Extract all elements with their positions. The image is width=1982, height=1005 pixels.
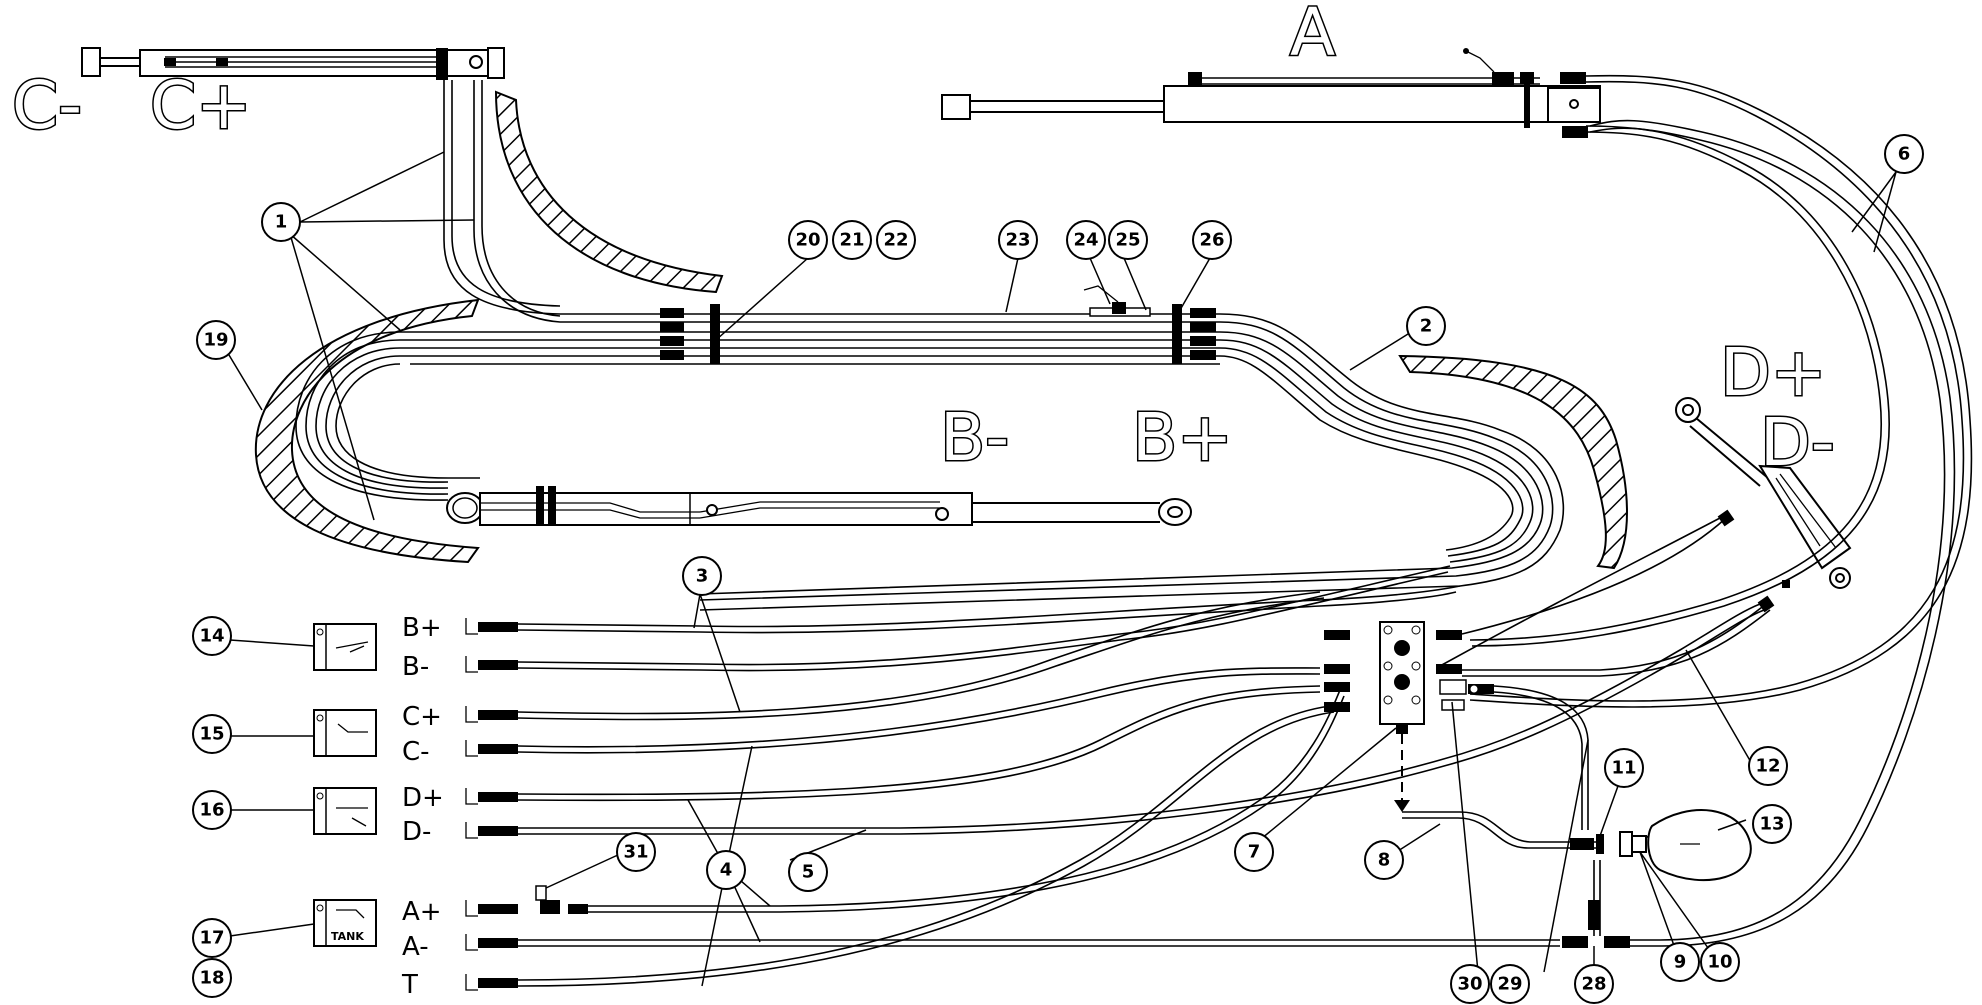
hatched-guard-right (1400, 356, 1627, 568)
svg-text:26: 26 (1199, 230, 1224, 251)
svg-text:4: 4 (720, 860, 733, 881)
panel-icon-16 (314, 788, 376, 834)
callout-15: 15 (193, 715, 231, 753)
cylinder-d (1676, 398, 1850, 613)
svg-text:5: 5 (802, 862, 815, 883)
svg-text:2: 2 (1420, 316, 1433, 337)
svg-text:3: 3 (696, 566, 709, 587)
callout-16: 16 (193, 791, 231, 829)
port-label-t: T (401, 970, 418, 1000)
svg-text:21: 21 (839, 230, 864, 251)
svg-text:25: 25 (1115, 230, 1140, 251)
port-label-d-minus: D- (402, 817, 431, 847)
cylinder-b-minus-label: B- (940, 399, 1009, 476)
svg-text:11: 11 (1611, 758, 1636, 779)
tank-label: TANK (331, 930, 364, 943)
callout-2: 2 (1407, 307, 1445, 345)
svg-text:19: 19 (203, 330, 228, 351)
svg-text:10: 10 (1707, 952, 1732, 973)
cylinder-a (942, 48, 1600, 138)
svg-text:20: 20 (795, 230, 820, 251)
callout-25: 25 (1109, 221, 1147, 259)
hatched-guard-left (256, 300, 478, 562)
callout-28: 28 (1575, 965, 1613, 1003)
port-hoses (518, 566, 1764, 986)
svg-text:13: 13 (1759, 814, 1784, 835)
svg-text:8: 8 (1378, 850, 1391, 871)
svg-text:14: 14 (199, 626, 224, 647)
callout-19: 19 (197, 321, 235, 359)
port-label-a-plus: A+ (402, 897, 442, 927)
svg-text:18: 18 (199, 968, 224, 989)
callout-5: 5 (789, 853, 827, 891)
cylinder-b-plus-label: B+ (1132, 399, 1233, 476)
hatched-guard-top (496, 92, 722, 292)
svg-text:12: 12 (1755, 756, 1780, 777)
leader-lines (226, 152, 1896, 986)
callout-7: 7 (1235, 833, 1273, 871)
svg-text:15: 15 (199, 724, 224, 745)
svg-text:28: 28 (1581, 974, 1606, 995)
port-label-c-minus: C- (402, 737, 430, 767)
port-label-c-plus: C+ (402, 702, 442, 732)
callout-20: 20 (789, 221, 827, 259)
panel-icon-14 (314, 624, 376, 670)
callout-29: 29 (1491, 965, 1529, 1003)
callout-21: 21 (833, 221, 871, 259)
callout-6: 6 (1885, 135, 1923, 173)
callout-24: 24 (1067, 221, 1105, 259)
svg-text:22: 22 (883, 230, 908, 251)
right-hoses (1402, 76, 1971, 948)
callout-10: 10 (1701, 943, 1739, 981)
callout-17: 17 (193, 919, 231, 957)
svg-text:16: 16 (199, 800, 224, 821)
callout-9: 9 (1661, 943, 1699, 981)
callout-22: 22 (877, 221, 915, 259)
port-label-b-plus: B+ (402, 613, 442, 643)
cylinder-d-plus-label: D+ (1720, 334, 1826, 411)
port-label-b-minus: B- (402, 652, 429, 682)
svg-text:30: 30 (1457, 974, 1482, 995)
svg-text:24: 24 (1073, 230, 1098, 251)
callout-26: 26 (1193, 221, 1231, 259)
callout-30: 30 (1451, 965, 1489, 1003)
cylinder-a-label: A (1290, 0, 1335, 71)
callout-11: 11 (1605, 749, 1643, 787)
cylinder-c (82, 48, 504, 80)
callout-13: 13 (1753, 805, 1791, 843)
svg-text:17: 17 (199, 928, 224, 949)
callout-18: 18 (193, 959, 231, 997)
svg-text:1: 1 (275, 212, 288, 233)
svg-text:31: 31 (623, 842, 648, 863)
svg-text:6: 6 (1898, 144, 1911, 165)
svg-text:23: 23 (1005, 230, 1030, 251)
cylinder-c-plus-label: C+ (150, 67, 251, 144)
port-label-a-minus: A- (402, 932, 429, 962)
hose-bundle (296, 80, 1563, 610)
callout-31: 31 (617, 833, 655, 871)
callout-8: 8 (1365, 841, 1403, 879)
cylinder-b (447, 486, 1191, 526)
callout-12: 12 (1749, 747, 1787, 785)
callout-1: 1 (262, 203, 300, 241)
panel-icon-17-tank: TANK (314, 900, 376, 946)
svg-text:7: 7 (1248, 842, 1261, 863)
callout-4: 4 (707, 851, 745, 889)
port-fittings (466, 618, 588, 990)
callout-23: 23 (999, 221, 1037, 259)
callout-14: 14 (193, 617, 231, 655)
port-label-d-plus: D+ (402, 783, 444, 813)
panel-icon-15 (314, 710, 376, 756)
cylinder-c-minus-label: C- (12, 67, 82, 144)
callout-3: 3 (683, 557, 721, 595)
svg-text:9: 9 (1674, 952, 1687, 973)
svg-text:29: 29 (1497, 974, 1522, 995)
